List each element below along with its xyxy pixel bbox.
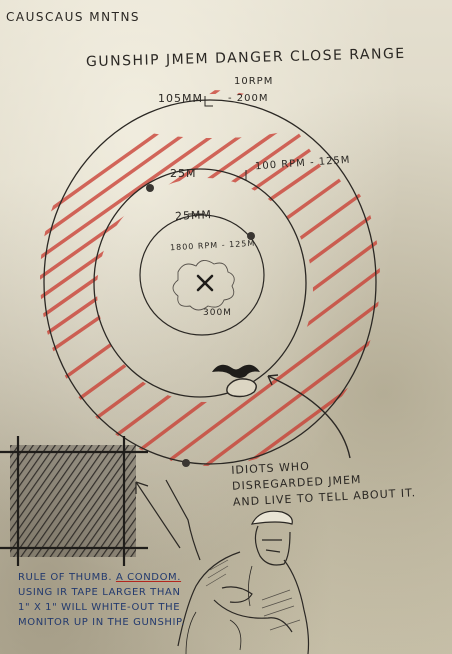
impact-cloud (172, 260, 235, 311)
rule-arrow (135, 481, 181, 549)
middle-ring-label: 25M (170, 167, 197, 180)
ir-tape-square (0, 436, 148, 566)
soldier-sketch (165, 479, 310, 654)
outer-ring-distance: - 200M (228, 93, 269, 104)
rule-of-thumb-note: RULE OF THUMB. A CONDOM. USING IR TAPE L… (18, 570, 185, 630)
inner-ring (139, 214, 265, 336)
outer-ring-rate: 10RPM (234, 76, 274, 87)
outer-ring-label: 105MM (158, 92, 203, 105)
gunship-symbol (212, 364, 260, 378)
inner-ring-dot (247, 232, 255, 240)
inner-ring-label: 25MM (174, 208, 213, 223)
soldier-shading (205, 559, 301, 631)
pointer-arrow (267, 374, 351, 459)
region-label: CAUSCAUS MNTNS (6, 10, 141, 24)
danger-hatching (40, 90, 380, 466)
rule-prefix: RULE OF THUMB. (18, 572, 113, 583)
idiots-note: IDIOTS WHO DISREGARDED JMEM AND LIVE TO … (230, 459, 417, 509)
center-distance: 300M (203, 308, 232, 318)
middle-ring (93, 168, 307, 398)
bottom-ring-dot (182, 459, 190, 467)
rule-underlined: A CONDOM. (115, 572, 182, 583)
outer-ring (43, 99, 377, 465)
label-brackets (188, 96, 247, 215)
rule-body: USING IR TAPE LARGER THAN 1" x 1" WILL W… (18, 587, 185, 628)
outer-ring-dot (146, 184, 154, 192)
x-mark-icon (196, 274, 214, 292)
wreck-symbol (226, 378, 257, 398)
helmet-icon (250, 510, 293, 525)
